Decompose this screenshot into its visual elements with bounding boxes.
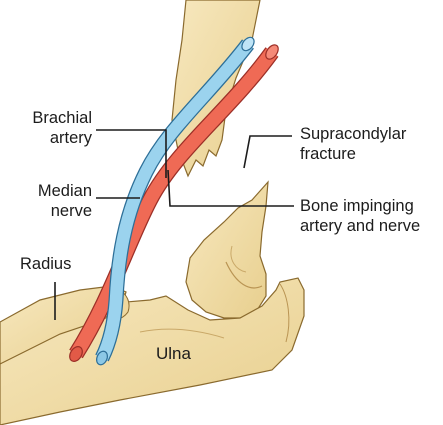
label-brachial-artery-line1: Brachial xyxy=(0,108,92,128)
label-median-nerve: Median nerve xyxy=(0,181,92,221)
label-median-nerve-line2: nerve xyxy=(0,201,92,221)
label-supracondylar-line1: Supracondylar xyxy=(300,124,406,144)
label-bone-impinging-line2: artery and nerve xyxy=(300,216,443,236)
label-bone-impinging: Bone impinging artery and nerve xyxy=(300,196,443,236)
label-ulna: Ulna xyxy=(156,344,191,364)
label-median-nerve-line1: Median xyxy=(0,181,92,201)
label-brachial-artery: Brachial artery xyxy=(0,108,92,148)
leader-bone-impinging xyxy=(168,170,294,206)
label-brachial-artery-line2: artery xyxy=(0,128,92,148)
label-bone-impinging-line1: Bone impinging xyxy=(300,196,443,216)
label-supracondylar-line2: fracture xyxy=(300,144,406,164)
label-supracondylar-fracture: Supracondylar fracture xyxy=(300,124,406,164)
leader-supracondylar-fracture xyxy=(244,136,292,168)
label-radius: Radius xyxy=(20,254,71,274)
distal-humerus-fragment xyxy=(186,182,268,318)
